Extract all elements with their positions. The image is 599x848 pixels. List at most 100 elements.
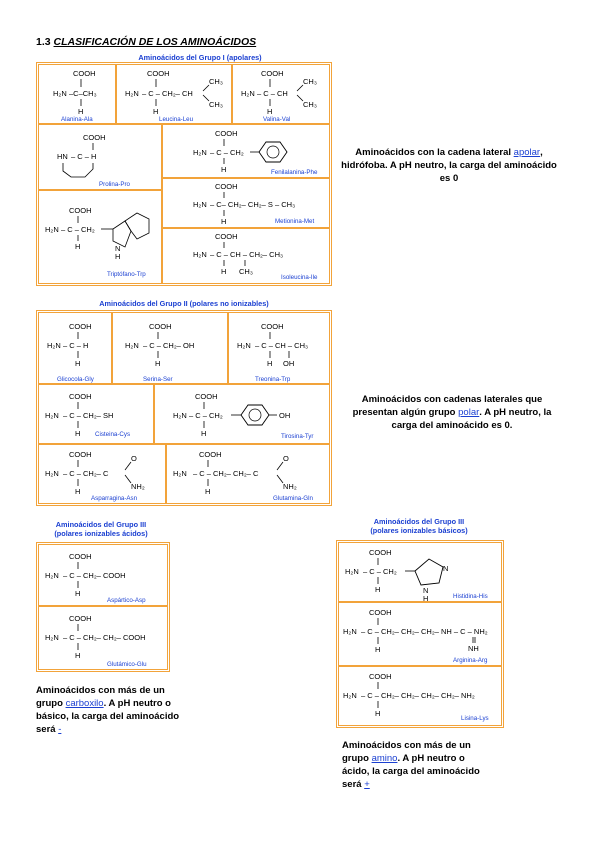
svg-text:N: N — [115, 244, 120, 253]
group3b-table — [336, 540, 504, 728]
svg-text:H: H — [267, 107, 272, 116]
aa-label-ile: Isoleucina-Ile — [281, 274, 318, 281]
aa-label-phe: Fenilalanina-Phe — [271, 169, 318, 176]
group3a-header: Aminoácidos del Grupo III (polares ioniz… — [54, 520, 148, 538]
svg-text:H: H — [205, 487, 210, 496]
aa-label-leu: Leucina-Leu — [159, 116, 194, 123]
aa-card-ala: COOH H₂N –C–CH₃ H Alanina-Ala — [38, 64, 116, 124]
svg-text:COOH: COOH — [73, 69, 96, 78]
svg-text:H: H — [75, 487, 80, 496]
svg-text:COOH: COOH — [369, 672, 392, 681]
aa-label-thr: Treonina-Trp — [255, 376, 291, 383]
svg-text:H: H — [375, 709, 380, 718]
svg-text:H₂N: H₂N — [45, 469, 59, 478]
svg-text:– C – CH – CH₃: – C – CH – CH₃ — [255, 341, 308, 350]
svg-text:COOH: COOH — [369, 608, 392, 617]
aa-card-ile: COOH H₂N – C – CH – CH₂– CH₃ H CH₃ Isole… — [162, 228, 330, 284]
svg-text:H₂N: H₂N — [173, 411, 187, 420]
group3b-description: Aminoácidos con más de un grupo amino. A… — [342, 740, 480, 790]
svg-text:COOH: COOH — [215, 129, 238, 138]
svg-text:H₂N: H₂N — [241, 89, 255, 98]
aa-card-gly: COOH H₂N – C – H H Glicocola-Gly — [38, 312, 112, 384]
svg-text:H₂N: H₂N — [125, 89, 139, 98]
aa-label-ser: Serina-Ser — [143, 376, 173, 383]
svg-text:H: H — [153, 107, 158, 116]
aa-label-gly: Glicocola-Gly — [57, 376, 94, 383]
svg-text:COOH: COOH — [149, 322, 172, 331]
group3a-description: Aminoácidos con más de un grupo carboxil… — [36, 685, 180, 735]
svg-text:H₂N: H₂N — [193, 148, 207, 157]
svg-text:H₂N: H₂N — [193, 250, 207, 259]
aa-card-thr: COOH H₂N – C – CH – CH₃ H OH Treonina-Tr… — [228, 312, 330, 384]
svg-text:–C–CH₃: –C–CH₃ — [69, 89, 97, 98]
svg-text:– C – CH₂– CH₂– CH₂– CH₂– NH₂: – C – CH₂– CH₂– CH₂– CH₂– NH₂ — [361, 691, 475, 700]
aa-label-arg: Arginina-Arg — [453, 657, 488, 664]
svg-text:NH₂: NH₂ — [283, 482, 297, 491]
svg-text:H: H — [375, 645, 380, 654]
svg-text:– C – CH₂– OH: – C – CH₂– OH — [143, 341, 194, 350]
section-title-text: CLASIFICACIÓN DE LOS AMINOÁCIDOS — [53, 36, 257, 48]
svg-text:CH₃: CH₃ — [303, 100, 317, 109]
svg-text:CH₃: CH₃ — [209, 77, 223, 86]
svg-text:O: O — [131, 454, 137, 463]
svg-text:N: N — [443, 564, 448, 573]
svg-text:CH₃: CH₃ — [209, 100, 223, 109]
aa-label-tyr: Tirosina-Tyr — [281, 433, 314, 440]
aa-label-glu: Glutámico-Glu — [107, 661, 147, 668]
aa-card-phe: COOH H₂N – C – CH₂ H Fenilalanina-Phe — [162, 124, 330, 178]
svg-text:H: H — [75, 429, 80, 438]
svg-text:H: H — [78, 107, 83, 116]
svg-text:NH: NH — [468, 644, 479, 653]
group3a-table — [36, 542, 170, 672]
svg-text:H₂N: H₂N — [53, 89, 67, 98]
section-number: 1.3 — [36, 36, 51, 48]
svg-text:– C – CH₂: – C – CH₂ — [363, 567, 397, 576]
svg-text:H₂N: H₂N — [125, 341, 139, 350]
svg-text:COOH: COOH — [215, 232, 238, 241]
svg-text:H: H — [221, 267, 226, 276]
aa-label-ala: Alanina-Ala — [61, 116, 93, 123]
group3a-answer: carboxilo — [65, 698, 104, 709]
aa-label-met: Metionina-Met — [275, 218, 315, 225]
aa-label-trp: Triptófano-Trp — [107, 271, 146, 278]
svg-text:– C – CH₂– SH: – C – CH₂– SH — [63, 411, 113, 420]
svg-text:– C – CH₂– CH₂– CH₂– NH – C –: – C – CH₂– CH₂– CH₂– NH – C – NH₂ — [361, 627, 488, 636]
svg-text:H₂N: H₂N — [193, 200, 207, 209]
svg-text:– C – CH₂: – C – CH₂ — [61, 225, 95, 234]
svg-text:H: H — [201, 429, 206, 438]
aa-label-asp: Aspártico-Asp — [107, 597, 146, 604]
svg-text:H: H — [155, 359, 160, 368]
aa-card-ser: COOH H₂N – C – CH₂– OH H Serina-Ser — [112, 312, 228, 384]
group1-description: Aminoácidos con la cadena lateral apolar… — [341, 147, 557, 184]
svg-text:H: H — [75, 589, 80, 598]
svg-text:H₂N: H₂N — [343, 691, 357, 700]
aa-label-asn: Asparragina-Asn — [91, 495, 138, 502]
svg-text:COOH: COOH — [261, 322, 284, 331]
svg-text:H₂N: H₂N — [47, 341, 61, 350]
svg-text:H₂N: H₂N — [343, 627, 357, 636]
svg-text:H₂N: H₂N — [45, 571, 59, 580]
svg-text:H: H — [221, 217, 226, 226]
aa-card-trp: COOH H₂N – C – CH₂ N H H Triptófano-Trp — [38, 190, 162, 284]
svg-text:H₂N: H₂N — [173, 469, 187, 478]
svg-text:COOH: COOH — [147, 69, 170, 78]
svg-text:– C – H: – C – H — [71, 152, 96, 161]
svg-text:O: O — [283, 454, 289, 463]
svg-text:COOH: COOH — [261, 69, 284, 78]
svg-text:OH: OH — [279, 411, 290, 420]
svg-text:COOH: COOH — [195, 392, 218, 401]
svg-text:OH: OH — [283, 359, 294, 368]
svg-text:H₂N: H₂N — [45, 411, 59, 420]
svg-text:COOH: COOH — [69, 322, 92, 331]
aa-label-pro: Prolina-Pro — [99, 181, 130, 188]
svg-text:H₂N: H₂N — [345, 567, 359, 576]
group3b-answer: amino — [371, 753, 398, 764]
svg-text:COOH: COOH — [69, 392, 92, 401]
svg-text:H: H — [221, 165, 226, 174]
aa-card-gln: COOH H₂N – C – CH₂– CH₂– C O NH₂ H Gluta… — [166, 444, 330, 504]
aa-label-lys: Lisina-Lys — [461, 715, 489, 722]
svg-text:COOH: COOH — [69, 206, 92, 215]
svg-text:COOH: COOH — [83, 133, 106, 142]
svg-text:– C – CH₂: – C – CH₂ — [189, 411, 223, 420]
svg-text:H: H — [75, 359, 80, 368]
